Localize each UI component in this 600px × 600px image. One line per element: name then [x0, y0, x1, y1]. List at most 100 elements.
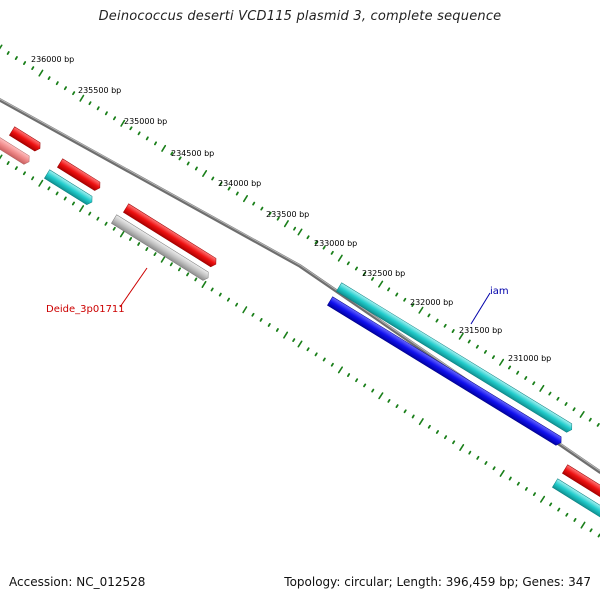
major-tick: [378, 392, 384, 400]
major-tick: [539, 495, 546, 503]
minor-tick: [267, 322, 271, 327]
minor-tick: [260, 206, 264, 211]
minor-tick: [293, 226, 297, 231]
gene-callout-line-red: [119, 267, 148, 308]
major-tick: [418, 418, 424, 426]
major-tick: [79, 94, 85, 102]
major-tick: [283, 331, 289, 339]
minor-tick: [427, 424, 431, 429]
minor-tick: [435, 318, 439, 323]
tick-label: 231000 bp: [508, 354, 551, 363]
inner-tick-track: [0, 154, 600, 538]
minor-tick: [403, 297, 407, 302]
major-tick: [0, 154, 3, 160]
minor-tick: [411, 303, 415, 307]
minor-tick: [292, 338, 296, 343]
minor-tick: [491, 355, 496, 360]
minor-tick: [443, 323, 447, 328]
major-tick: [499, 469, 505, 477]
outer-tick-track: [0, 44, 600, 427]
minor-tick: [492, 466, 496, 471]
major-tick: [297, 228, 303, 236]
minor-tick: [218, 292, 222, 297]
minor-tick: [524, 376, 528, 380]
minor-tick: [507, 365, 512, 370]
major-tick: [242, 306, 248, 314]
minor-tick: [169, 262, 173, 267]
minor-tick: [395, 404, 399, 409]
feature-red[interactable]: [123, 203, 218, 269]
minor-tick: [362, 271, 367, 276]
minor-tick: [104, 221, 108, 226]
minor-tick: [88, 211, 92, 216]
minor-tick: [6, 161, 10, 166]
gene-label-blue[interactable]: iam: [490, 286, 509, 297]
major-tick: [498, 358, 505, 366]
minor-tick: [387, 398, 391, 403]
major-tick: [337, 254, 343, 262]
minor-tick: [186, 161, 190, 166]
major-tick: [297, 340, 303, 348]
minor-tick: [235, 191, 239, 196]
minor-tick: [443, 435, 448, 440]
major-tick: [459, 443, 465, 452]
major-tick: [0, 44, 3, 50]
map-title: Deinococcus deserti VCD115 plasmid 3, co…: [98, 9, 502, 24]
gene-callout-line-blue: [470, 292, 491, 325]
feature-red[interactable]: [562, 464, 600, 507]
minor-tick: [153, 141, 158, 146]
minor-tick: [14, 166, 18, 171]
minor-tick: [395, 292, 399, 297]
feature-grey[interactable]: [111, 214, 210, 282]
major-tick: [418, 306, 424, 314]
minor-tick: [411, 414, 415, 419]
minor-tick: [72, 91, 76, 96]
minor-tick: [557, 507, 561, 512]
minor-tick: [71, 201, 75, 206]
gene-label-red[interactable]: Deide_3p01711: [46, 304, 125, 315]
minor-tick: [370, 276, 375, 281]
minor-tick: [596, 422, 600, 427]
minor-tick: [532, 381, 536, 386]
major-tick: [337, 366, 344, 374]
minor-tick: [346, 261, 350, 266]
minor-tick: [322, 245, 326, 250]
major-tick: [378, 280, 384, 288]
minor-tick: [31, 66, 35, 70]
feature-pink[interactable]: [0, 136, 32, 166]
sequence-stats-text: Topology: circular; Length: 396,459 bp; …: [284, 575, 591, 589]
minor-tick: [226, 297, 231, 302]
major-tick: [580, 521, 586, 529]
minor-tick: [427, 313, 431, 318]
major-tick: [38, 69, 44, 77]
major-tick: [119, 230, 125, 238]
minor-tick: [211, 176, 215, 181]
minor-tick: [259, 317, 263, 322]
major-tick: [579, 410, 585, 418]
major-tick: [202, 170, 208, 177]
tick-label: 235000 bp: [124, 117, 167, 126]
minor-tick: [22, 171, 27, 176]
feature-cyan[interactable]: [44, 169, 94, 207]
minor-tick: [55, 191, 59, 196]
feature-red[interactable]: [9, 126, 42, 153]
minor-tick: [194, 277, 198, 282]
feature-cyan[interactable]: [336, 282, 574, 434]
minor-tick: [112, 226, 116, 231]
major-tick: [120, 119, 126, 127]
tick-label: 232500 bp: [362, 269, 405, 278]
feature-blue[interactable]: [327, 296, 563, 447]
minor-tick: [63, 86, 67, 91]
feature-cyan[interactable]: [552, 478, 600, 521]
feature-red[interactable]: [57, 158, 102, 192]
minor-tick: [55, 81, 59, 86]
minor-tick: [451, 329, 455, 334]
minor-tick: [186, 272, 190, 277]
tick-label: 231500 bp: [459, 326, 502, 335]
minor-tick: [532, 492, 536, 497]
minor-tick: [113, 116, 117, 121]
tick-label: 233500 bp: [266, 210, 309, 219]
accession-text: Accession: NC_012528: [9, 575, 146, 589]
minor-tick: [371, 388, 375, 393]
major-tick: [458, 332, 464, 340]
